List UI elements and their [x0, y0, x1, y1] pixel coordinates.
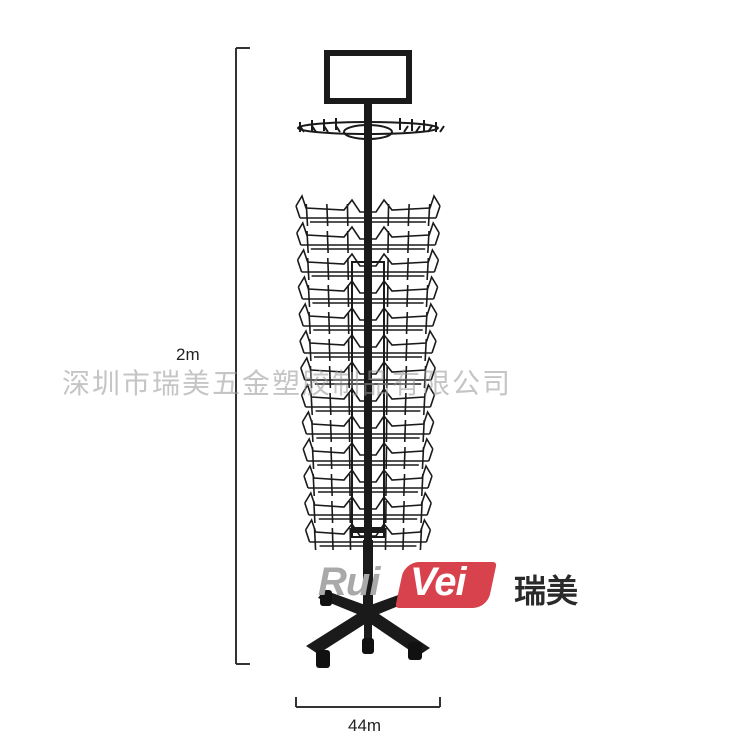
wire-pocket-rod: [326, 257, 330, 281]
width-dimension-bracket: [295, 697, 441, 708]
wire-pocket-rod: [403, 473, 406, 497]
wire-pocket-rod: [423, 365, 427, 389]
wire-pocket-rod: [310, 419, 314, 443]
wire-pocket-rod: [311, 446, 315, 470]
casters: [316, 586, 422, 668]
wire-pocket-rod: [308, 311, 312, 335]
wire-pocket-rod: [425, 284, 429, 308]
wire-pocket-rod: [402, 527, 405, 551]
height-label: 2m: [176, 345, 200, 364]
wire-pocket-rod: [421, 446, 425, 470]
wire-pocket-rod: [427, 230, 430, 254]
wire-pocket-rod: [404, 365, 408, 389]
wire-pocket-rod: [326, 230, 329, 254]
wire-pocket-rod: [403, 446, 406, 470]
wire-pocket-rod: [313, 527, 317, 551]
wire-pocket-rod: [424, 338, 428, 362]
wire-pocket-rod: [403, 419, 407, 443]
wire-pocket-rod: [309, 365, 313, 389]
wire-pocket-rod: [326, 203, 329, 227]
main-pole: [364, 104, 372, 624]
ruimei-logo: Rui Vei 瑞美: [318, 560, 638, 620]
wire-pocket-rod: [427, 203, 431, 227]
wire-pocket-rod: [406, 284, 409, 308]
wire-pocket-rod: [313, 500, 316, 524]
wire-pocket-rod: [405, 311, 409, 335]
logo-text-chinese: 瑞美: [514, 572, 579, 610]
wire-pocket-rod: [308, 338, 312, 362]
wire-pocket-rod: [402, 500, 405, 524]
wire-pocket-rod: [328, 338, 331, 362]
logo-text-vei: Vei: [410, 560, 467, 604]
wire-pocket-rod: [306, 257, 310, 281]
wire-pocket-rod: [327, 311, 331, 335]
wire-pocket-rod: [407, 230, 410, 254]
wire-pocket-rod: [407, 203, 410, 227]
wire-pocket-rod: [328, 365, 332, 389]
wire-pocket-tiers: [295, 194, 441, 551]
wire-pocket-rod: [310, 392, 314, 416]
center-frame: [351, 261, 385, 538]
logo-text-rui: Rui: [318, 560, 380, 604]
width-label: 44m: [348, 716, 382, 735]
wire-pocket-rod: [307, 284, 311, 308]
wire-pocket-rod: [305, 203, 309, 227]
wire-pocket-rod: [312, 473, 316, 497]
wire-pocket-rod: [406, 257, 410, 281]
wire-pocket-rod: [330, 446, 333, 470]
wire-pocket-rod: [422, 419, 426, 443]
wire-pocket-rod: [329, 419, 333, 443]
wire-pocket-rod: [327, 284, 330, 308]
wire-pocket-rod: [420, 500, 423, 524]
wire-pocket-rod: [331, 527, 334, 551]
wire-pocket-rod: [422, 392, 426, 416]
wire-pocket-rod: [426, 257, 430, 281]
wire-pocket-rod: [331, 500, 334, 524]
wire-pocket-rod: [419, 527, 423, 551]
wire-pocket-rod: [420, 473, 424, 497]
wire-pocket-rod: [330, 473, 333, 497]
wire-pocket-rod: [404, 392, 407, 416]
wire-pocket-rod: [329, 392, 332, 416]
company-watermark: 深圳市瑞美五金塑胶制品有限公司: [62, 367, 513, 400]
wire-pocket-rod: [405, 338, 408, 362]
wire-pocket-rod: [306, 230, 309, 254]
wire-pocket-rod: [424, 311, 428, 335]
height-dimension-bracket: [235, 47, 250, 665]
